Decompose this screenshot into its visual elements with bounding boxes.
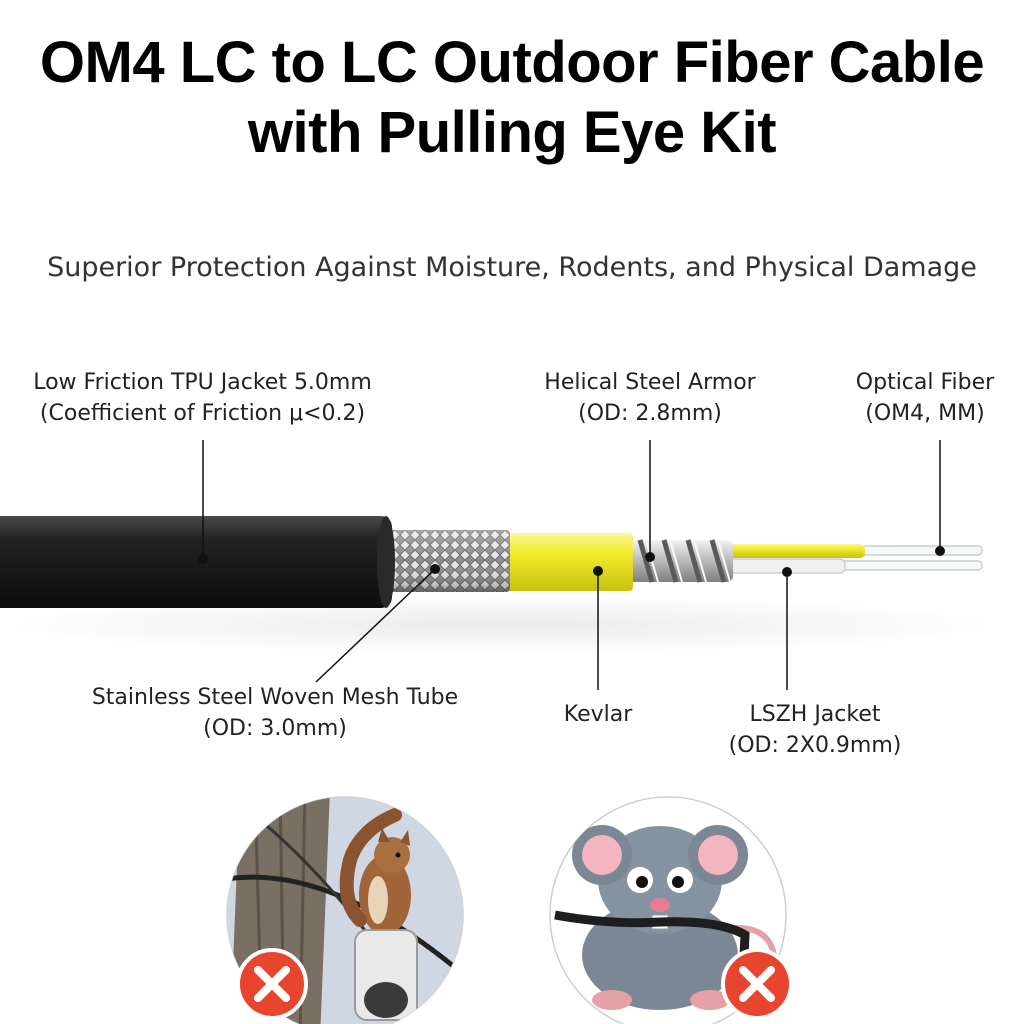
lszh-jacket [719,544,865,574]
close-icon [739,966,775,1002]
mesh-tube-line-1: Stainless Steel Woven Mesh Tube [91,685,459,710]
tpu-jacket [0,516,395,608]
steel-armor-line-1: Helical Steel Armor [544,370,756,395]
label-mesh-tube: Stainless Steel Woven Mesh Tube (OD: 3.0… [75,682,475,744]
rat-badge [721,948,793,1020]
kevlar-layer [505,533,633,591]
stainless-steel-mesh-tube [385,530,510,592]
lszh-jacket-line-1: LSZH Jacket [749,702,881,727]
label-lszh-jacket: LSZH Jacket (OD: 2X0.9mm) [715,699,915,761]
close-icon [254,966,290,1002]
label-helical-steel-armor: Helical Steel Armor (OD: 2.8mm) [535,367,765,429]
optical-fiber-line-2: (OM4, MM) [865,401,985,426]
subtitle: Superior Protection Against Moisture, Ro… [47,252,977,283]
cable-shadow [0,595,1020,655]
tpu-jacket-line-1: Low Friction TPU Jacket 5.0mm [33,370,372,395]
title-line-2: with Pulling Eye Kit [247,100,777,165]
tpu-jacket-line-2: (Coefficient of Friction μ<0.2) [39,401,366,426]
helical-steel-armor [625,539,733,583]
title-line-1: OM4 LC to LC Outdoor Fiber Cable [39,30,985,95]
label-optical-fiber: Optical Fiber (OM4, MM) [845,367,1005,429]
label-kevlar: Kevlar [548,699,648,730]
steel-armor-line-2: (OD: 2.8mm) [578,401,722,426]
lszh-jacket-line-2: (OD: 2X0.9mm) [728,733,902,758]
kevlar-line-1: Kevlar [563,702,633,727]
label-tpu-jacket: Low Friction TPU Jacket 5.0mm (Coefficie… [20,367,385,429]
callout-lines [198,440,945,690]
page-title: OM4 LC to LC Outdoor Fiber Cable with Pu… [0,28,1024,168]
mesh-tube-line-2: (OD: 3.0mm) [203,716,347,741]
squirrel-badge [236,948,308,1020]
optical-fiber-line-1: Optical Fiber [855,370,995,395]
